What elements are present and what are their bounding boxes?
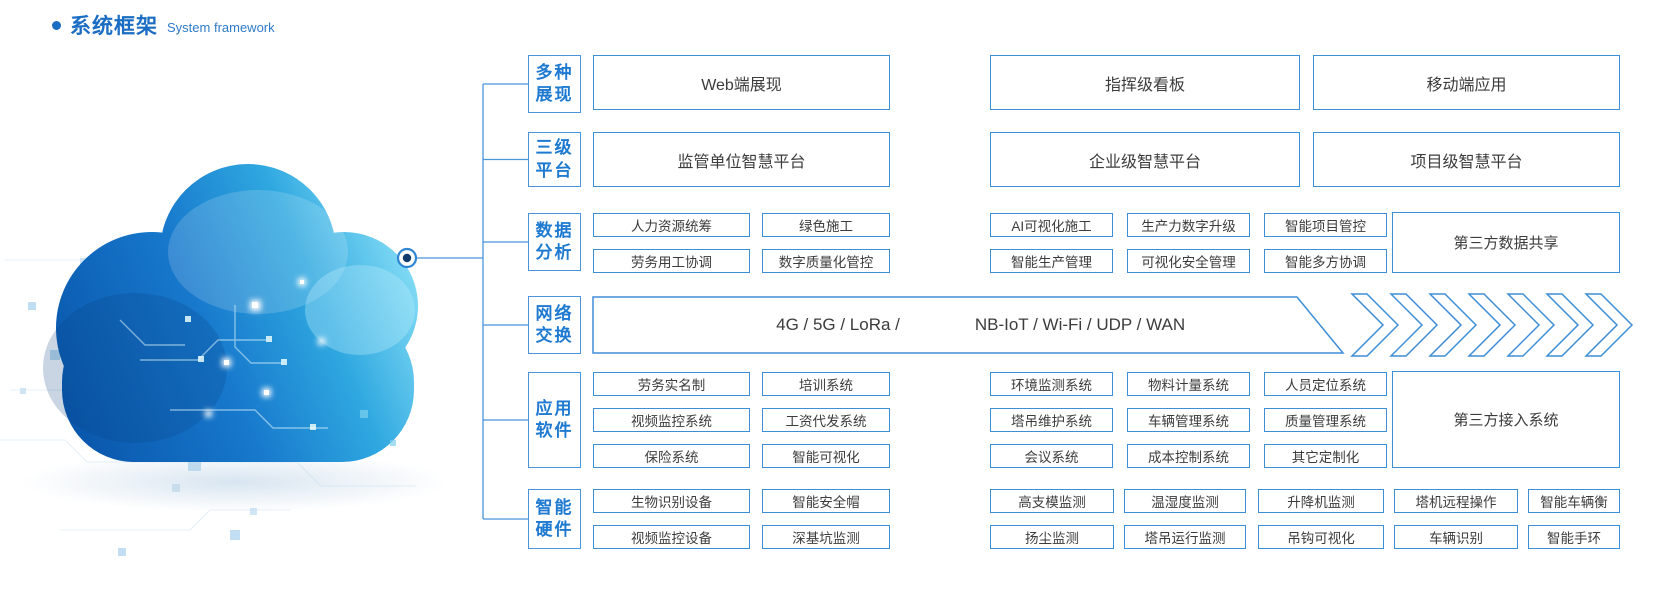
row-label-network: 网络交换 xyxy=(528,296,581,354)
diagram-box: 物料计量系统 xyxy=(1127,372,1250,396)
diagram-box: 智能车辆衡 xyxy=(1528,489,1620,513)
diagram-box: 生物识别设备 xyxy=(593,489,750,513)
box-regulator-platform: 监管单位智慧平台 xyxy=(593,132,890,187)
box-command-board: 指挥级看板 xyxy=(990,55,1300,110)
cloud-circuit-pads xyxy=(185,316,316,430)
background-circuit-pads xyxy=(20,258,257,515)
diagram-box: 绿色施工 xyxy=(762,213,890,237)
tree-lines xyxy=(417,83,528,520)
diagram-box: 劳务用工协调 xyxy=(593,249,750,273)
diagram-box: 人员定位系统 xyxy=(1264,372,1387,396)
network-protocols-left: 4G / 5G / LoRa / xyxy=(776,315,900,334)
glow-square-cores xyxy=(224,280,304,395)
background-circuit-lines xyxy=(0,259,416,531)
cloud-body xyxy=(56,164,418,462)
diagram-box: 智能可视化 xyxy=(762,444,890,468)
diagram-box: 扬尘监测 xyxy=(990,525,1114,549)
cyan-squares xyxy=(360,410,396,446)
diagram-box: 吊钩可视化 xyxy=(1258,525,1384,549)
box-project-platform: 项目级智慧平台 xyxy=(1313,132,1620,187)
title-bullet-icon xyxy=(52,20,61,30)
page-title: 系统框架 System framework xyxy=(52,10,275,40)
row-label-software: 应用软件 xyxy=(528,372,581,468)
box-third-party-data-share: 第三方数据共享 xyxy=(1392,212,1620,273)
diagram-box: 生产力数字升级 xyxy=(1127,213,1250,237)
diagram-box: 智能多方协调 xyxy=(1264,249,1387,273)
network-protocols-right: NB-IoT / Wi-Fi / UDP / WAN xyxy=(974,315,1186,334)
cloud-shadow xyxy=(20,452,450,512)
diagram-box: 成本控制系统 xyxy=(1127,444,1250,468)
diagram-box: 智能安全帽 xyxy=(762,489,890,513)
diagram-box: 保险系统 xyxy=(593,444,750,468)
title-zh: 系统框架 xyxy=(70,15,158,38)
cloud-circuit-lines xyxy=(119,305,328,429)
diagram-box: 高支模监测 xyxy=(990,489,1114,513)
glow-squares xyxy=(205,278,325,417)
diagram-box: AI可视化施工 xyxy=(990,213,1113,237)
diagram-box: 塔吊维护系统 xyxy=(990,408,1113,432)
title-en: System framework xyxy=(167,19,275,35)
diagram-box: 智能项目管控 xyxy=(1264,213,1387,237)
diagram-box: 视频监控系统 xyxy=(593,408,750,432)
diagram-box: 温湿度监测 xyxy=(1124,489,1246,513)
diagram-box: 环境监测系统 xyxy=(990,372,1113,396)
diagram-box: 塔吊运行监测 xyxy=(1124,525,1246,549)
diagram-box: 智能生产管理 xyxy=(990,249,1113,273)
box-web-display: Web端展现 xyxy=(593,55,890,110)
diagram-box: 数字质量化管控 xyxy=(762,249,890,273)
diagram-box: 人力资源统筹 xyxy=(593,213,750,237)
floating-squares xyxy=(28,302,240,556)
diagram-box: 工资代发系统 xyxy=(762,408,890,432)
diagram-box: 会议系统 xyxy=(990,444,1113,468)
diagram-box: 升降机监测 xyxy=(1258,489,1384,513)
diagram-box: 塔机远程操作 xyxy=(1394,489,1518,513)
diagram-box: 车辆识别 xyxy=(1394,525,1518,549)
box-mobile-app: 移动端应用 xyxy=(1313,55,1620,110)
row-label-display: 多种展现 xyxy=(528,55,581,113)
diagram-box: 质量管理系统 xyxy=(1264,408,1387,432)
diagram-box: 培训系统 xyxy=(762,372,890,396)
diagram-box: 车辆管理系统 xyxy=(1127,408,1250,432)
box-third-party-access: 第三方接入系统 xyxy=(1392,371,1620,468)
node-dot-icon xyxy=(396,247,418,269)
diagram-box: 可视化安全管理 xyxy=(1127,249,1250,273)
diagram-box: 深基坑监测 xyxy=(762,525,890,549)
row-label-hardware: 智能硬件 xyxy=(528,489,581,549)
diagram-box: 智能手环 xyxy=(1528,525,1620,549)
chevron-arrows-icon xyxy=(1350,293,1634,357)
cloud-icon xyxy=(0,164,450,556)
diagram-box: 视频监控设备 xyxy=(593,525,750,549)
diagram-box: 其它定制化 xyxy=(1264,444,1387,468)
diagram-box: 劳务实名制 xyxy=(593,372,750,396)
box-enterprise-platform: 企业级智慧平台 xyxy=(990,132,1300,187)
row-label-data-analysis: 数据分析 xyxy=(528,213,581,271)
row-label-platform: 三级平台 xyxy=(528,132,581,187)
